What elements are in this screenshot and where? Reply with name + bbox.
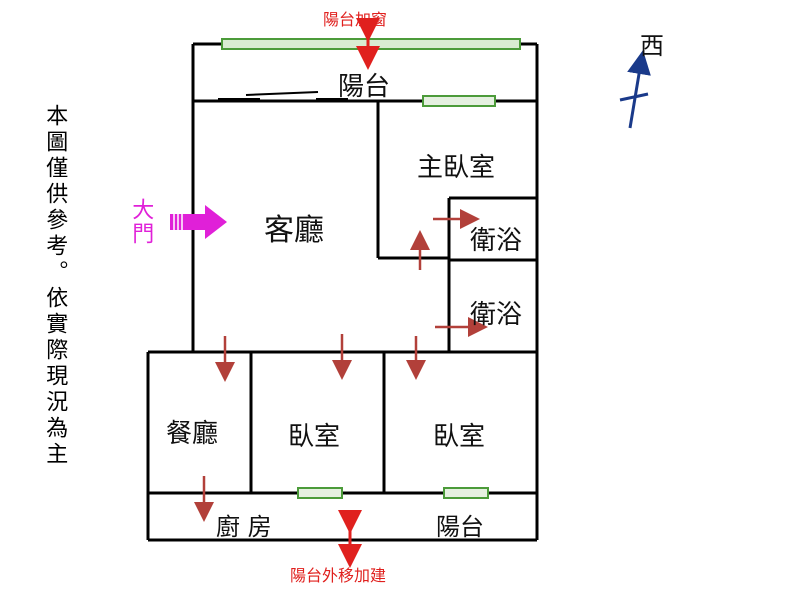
- entrance-label: 大門: [128, 198, 154, 246]
- room-balcony-bottom: 陽台: [436, 513, 484, 541]
- room-master-bedroom: 主臥室: [417, 153, 496, 183]
- top-annotation: 陽台加窗: [323, 10, 388, 29]
- room-balcony-top: 陽台: [338, 72, 391, 102]
- entrance-arrow: [170, 205, 227, 239]
- balcony-sliding-door: [218, 91, 348, 100]
- compass-label: 西: [640, 32, 664, 60]
- compass-icon: [619, 50, 651, 129]
- bottom-annotation: 陽台外移加建: [290, 566, 387, 585]
- annotation-arrows: [338, 18, 380, 568]
- room-living-room: 客廳: [264, 213, 324, 248]
- disclaimer: 本圖僅供參考。依實際現況為主: [42, 104, 68, 468]
- room-kitchen: 廚 房: [216, 513, 272, 541]
- room-bath-1: 衛浴: [470, 226, 523, 256]
- bedroom-window: [297, 487, 343, 499]
- room-dining-room: 餐廳: [166, 419, 219, 449]
- door-arrows: [194, 209, 488, 522]
- room-bedroom-2: 臥室: [433, 422, 486, 452]
- bedroom2-window: [443, 487, 489, 499]
- top-window: [221, 38, 521, 50]
- room-bath-2: 衛浴: [470, 300, 523, 330]
- room-bedroom-1: 臥室: [288, 422, 341, 452]
- master-window: [422, 95, 496, 107]
- walls: [146, 42, 539, 542]
